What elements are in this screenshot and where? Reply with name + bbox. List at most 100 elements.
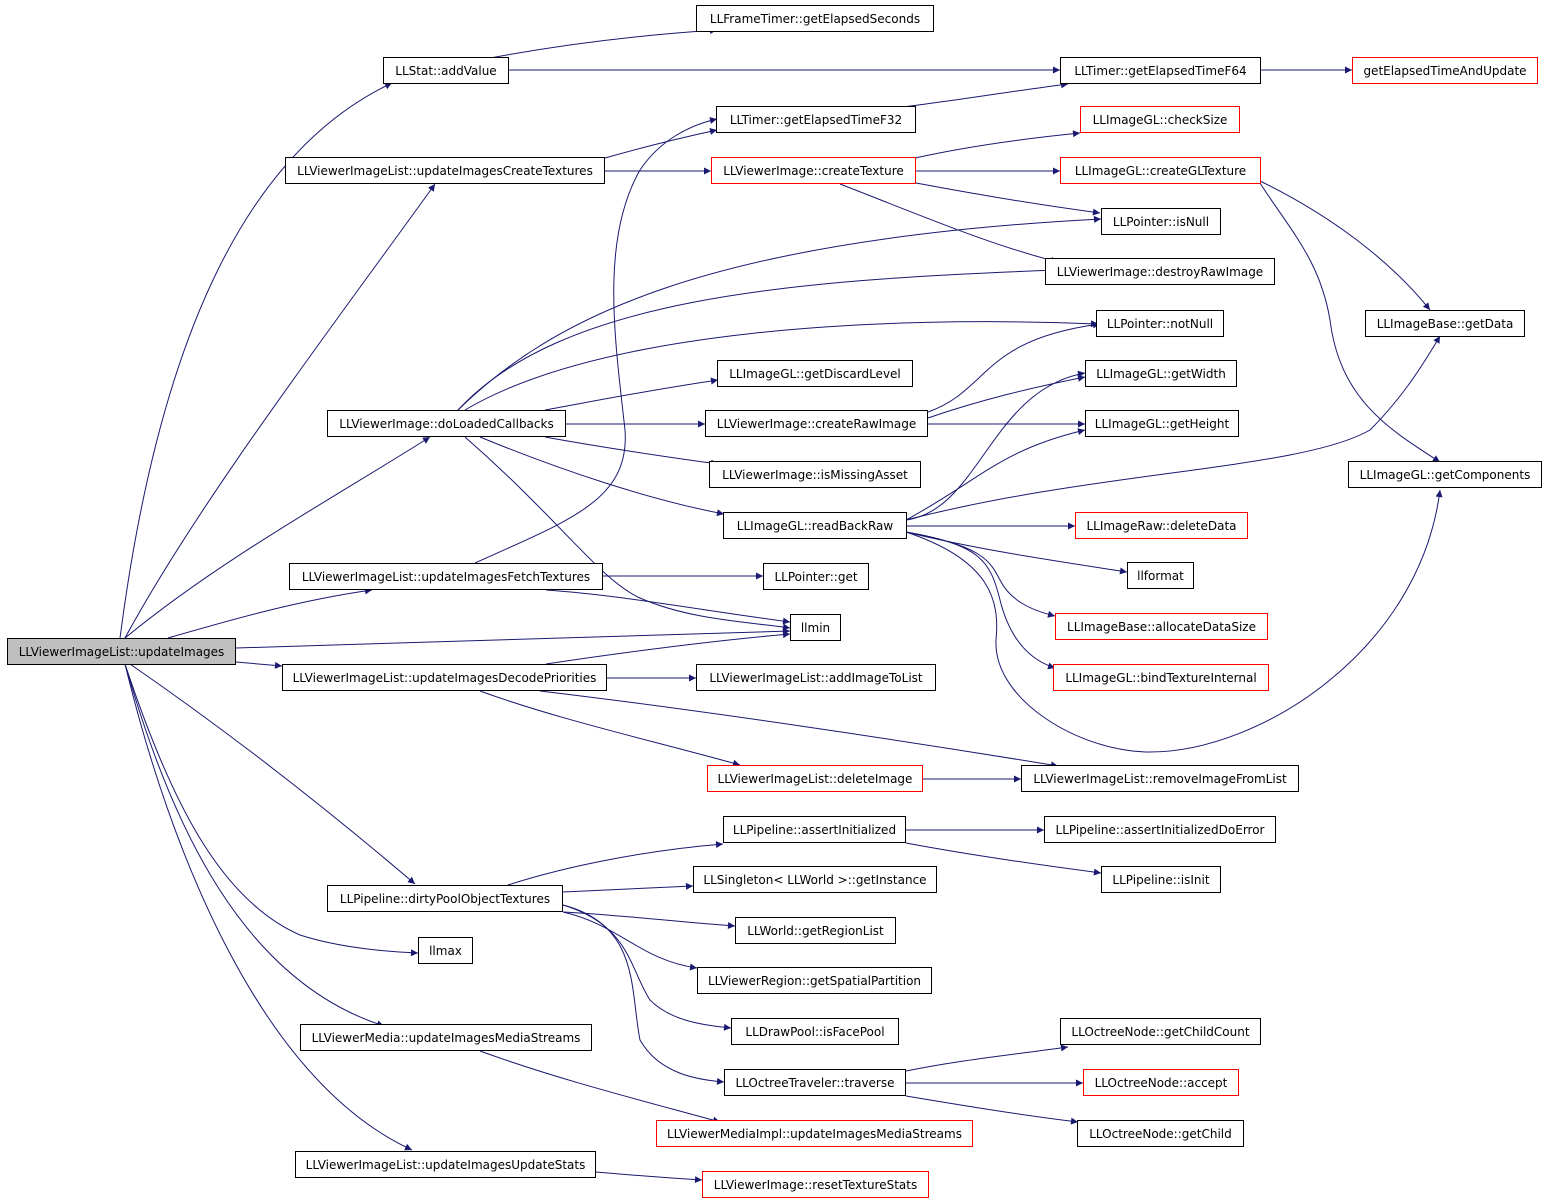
edge-readback-bind [905,531,1056,670]
edge-decode-deleteimage [479,690,741,767]
edge-stat-frametimer [489,26,718,59]
node-viewerregion-getspatialpartition[interactable]: LLViewerRegion::getSpatialPartition [697,967,932,994]
edge-readback-width [905,370,1086,521]
node-imagebase-allocatedatasize[interactable]: LLImageBase::allocateDataSize [1055,613,1268,640]
node-octreenode-accept[interactable]: LLOctreeNode::accept [1083,1069,1239,1096]
node-update-fetch-textures[interactable]: LLViewerImageList::updateImagesFetchText… [289,563,603,590]
node-remove-image-from-list[interactable]: LLViewerImageList::removeImageFromList [1021,765,1299,792]
edge-dolc-llmin [464,436,791,631]
edge-dirtypool-traverse [562,904,725,1085]
edge-fetch-timer32 [474,117,718,564]
edge-traverse-getchild [905,1095,1079,1125]
edge-media-mediaimpl [479,1050,721,1124]
edge-root-stat [119,82,393,639]
edge-updatestats-reset [595,1171,703,1184]
edge-root-createtex [124,183,436,639]
node-getelapsedtimeandupdate[interactable]: getElapsedTimeAndUpdate [1352,57,1538,84]
edge-root-dirtypool [129,663,416,885]
node-imageraw-deletedata[interactable]: LLImageRaw::deleteData [1075,512,1248,539]
edge-decode-llmin [545,631,791,665]
node-viewerimage-resettexturestats[interactable]: LLViewerImage::resetTextureStats [702,1171,929,1198]
edge-dirtypool-singleton [562,882,694,893]
edge-dolc-destroyraw [457,266,1059,411]
node-imagebase-getdata[interactable]: LLImageBase::getData [1365,310,1525,337]
edge-dolc-isnull [457,215,1102,411]
node-add-image-to-list[interactable]: LLViewerImageList::addImageToList [696,664,936,691]
edge-createtex-timer32 [604,128,718,159]
node-delete-image[interactable]: LLViewerImageList::deleteImage [707,765,923,792]
edge-dolc-ismissing [544,436,719,467]
edge-root-llmax [124,663,419,957]
edge-createraw-width [927,374,1086,419]
edge-createraw-notnull [927,321,1101,413]
edge-vi-isnull [915,182,1101,216]
node-viewermedia-updateimagesmediastreams[interactable]: LLViewerMedia::updateImagesMediaStreams [300,1024,592,1051]
node-imagegl-bindtextureinternal[interactable]: LLImageGL::bindTextureInternal [1053,664,1269,691]
edge-readback-getdata [905,335,1441,521]
node-update-images[interactable]: LLViewerImageList::updateImages [7,638,236,665]
node-pipeline-isinit[interactable]: LLPipeline::isInit [1101,866,1221,893]
node-frametimer-getelapsedseconds[interactable]: LLFrameTimer::getElapsedSeconds [696,5,934,32]
edge-traverse-childcount [905,1044,1069,1072]
node-octreetraveler-traverse[interactable]: LLOctreeTraveler::traverse [724,1069,906,1096]
node-update-images-update-stats[interactable]: LLViewerImageList::updateImagesUpdateSta… [295,1151,596,1178]
node-viewerimage-destroyrawimage[interactable]: LLViewerImage::destroyRawImage [1045,258,1275,285]
node-stat-addvalue[interactable]: LLStat::addValue [383,57,509,84]
node-imagegl-getheight[interactable]: LLImageGL::getHeight [1085,410,1239,437]
node-octreenode-getchildcount[interactable]: LLOctreeNode::getChildCount [1060,1018,1261,1045]
node-world-getregionlist[interactable]: LLWorld::getRegionList [735,917,896,944]
node-octreenode-getchild[interactable]: LLOctreeNode::getChild [1077,1120,1244,1147]
node-pipeline-assertinitializeddoerror[interactable]: LLPipeline::assertInitializedDoError [1044,816,1276,843]
node-pointer-notnull[interactable]: LLPointer::notNull [1096,310,1224,337]
edge-assert-isinit [905,842,1102,876]
node-update-decode-priorities[interactable]: LLViewerImageList::updateImagesDecodePri… [282,664,607,691]
edge-root-llmin [235,627,791,649]
node-viewerimage-doloadedcallbacks[interactable]: LLViewerImage::doLoadedCallbacks [327,410,566,437]
edge-dolc-getdiscard [544,377,719,411]
node-viewerimage-createtexture[interactable]: LLViewerImage::createTexture [711,157,916,184]
node-timer-getelapsedtimef64[interactable]: LLTimer::getElapsedTimeF64 [1060,57,1261,84]
node-viewermediaimpl-updateimagesmediastreams[interactable]: LLViewerMediaImpl::updateImagesMediaStre… [656,1120,973,1147]
node-timer-getelapsedtimef32[interactable]: LLTimer::getElapsedTimeF32 [716,106,916,133]
edge-root-updatestats [124,663,413,1151]
edge-dolc-readback [479,436,725,517]
node-pointer-isnull[interactable]: LLPointer::isNull [1101,208,1221,235]
edge-decode-removefromlist [539,690,1059,769]
edge-vi-destroyraw [839,183,1059,264]
edge-root-decode [235,661,283,669]
edge-readback-llformat [905,531,1128,575]
node-viewerimage-createrawimage[interactable]: LLViewerImage::createRawImage [705,410,928,437]
edge-readback-components [905,489,1443,753]
edge-vi-checksize [914,130,1081,159]
edge-createglt-components [1257,179,1441,463]
node-imagegl-readbackraw[interactable]: LLImageGL::readBackRaw [723,512,907,539]
edge-root-dolc [124,436,431,639]
node-viewerimage-ismissingasset[interactable]: LLViewerImage::isMissingAsset [709,461,921,488]
node-imagegl-getdiscardlevel[interactable]: LLImageGL::getDiscardLevel [717,360,913,387]
node-drawpool-isfacepool[interactable]: LLDrawPool::isFacePool [731,1018,899,1045]
edge-fetch-llmin [545,589,791,625]
node-imagegl-createsgltexture[interactable]: LLImageGL::createGLTexture [1060,157,1261,184]
edge-dirtypool-regionlist [562,911,736,929]
edge-timer32-timer64 [902,81,1069,108]
node-imagegl-getcomponents[interactable]: LLImageGL::getComponents [1348,461,1542,488]
node-imagegl-checksize[interactable]: LLImageGL::checkSize [1080,106,1240,133]
node-pipeline-dirtypoolobjecttextures[interactable]: LLPipeline::dirtyPoolObjectTextures [327,885,563,912]
node-llmax[interactable]: llmax [418,937,473,964]
node-singleton-getinstance[interactable]: LLSingleton< LLWorld >::getInstance [693,866,937,893]
edge-createglt-getdata [1257,179,1431,311]
edge-root-media [124,663,385,1028]
node-pointer-get[interactable]: LLPointer::get [763,563,869,590]
edge-root-fetch [167,587,373,639]
node-update-create-textures[interactable]: LLViewerImageList::updateImagesCreateTex… [285,157,605,184]
edge-dirtypool-spatial [562,911,698,971]
edge-readback-height [905,428,1086,521]
edge-readback-alloc [905,531,1056,618]
node-imagegl-getwidth[interactable]: LLImageGL::getWidth [1085,360,1237,387]
node-llmin[interactable]: llmin [790,614,841,641]
node-llformat[interactable]: llformat [1127,562,1194,589]
node-pipeline-assertinitialized[interactable]: LLPipeline::assertInitialized [723,816,906,843]
edge-dirtypool-assert [507,841,724,886]
